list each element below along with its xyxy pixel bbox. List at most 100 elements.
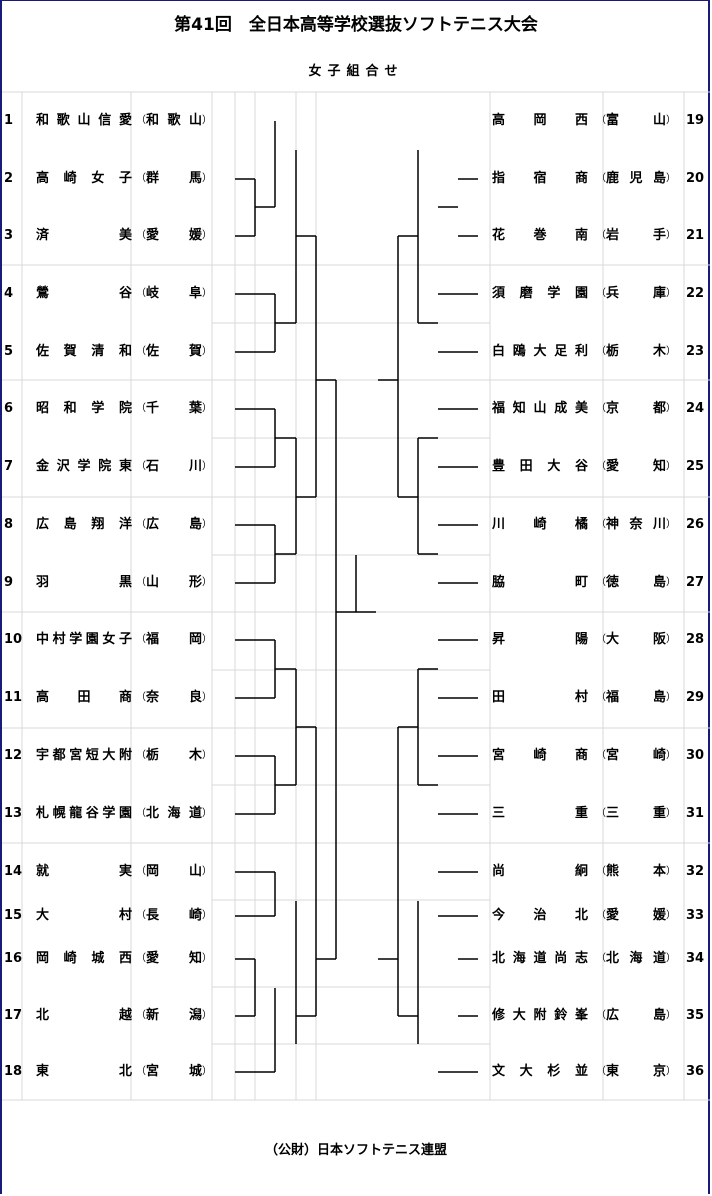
close-paren: ） xyxy=(666,750,676,761)
school-name-char: 園 xyxy=(574,286,588,301)
seed-number: 29 xyxy=(686,690,705,705)
school-name-char: 済 xyxy=(36,228,50,243)
school-name-char: 崎 xyxy=(63,171,77,186)
open-paren: （ xyxy=(136,461,146,472)
school-name: 豊田大谷 xyxy=(492,457,588,477)
prefecture-name: 群馬 xyxy=(146,169,202,189)
school-name-char: 北 xyxy=(492,951,506,966)
close-paren: ） xyxy=(666,519,676,530)
prefecture-char: 愛 xyxy=(146,951,160,966)
prefecture-char: 道 xyxy=(188,806,202,821)
school-name-char: 鶯 xyxy=(36,286,50,301)
prefecture-char: 愛 xyxy=(606,908,620,923)
prefecture-char: 島 xyxy=(652,171,666,186)
prefecture: （鹿児島） xyxy=(596,169,676,189)
school-name-char: 山 xyxy=(77,113,91,128)
school-name-char: 学 xyxy=(69,632,83,647)
school-name-char: 田 xyxy=(492,690,506,705)
school-name-char: 広 xyxy=(36,517,50,532)
prefecture-name: 神奈川 xyxy=(606,515,666,535)
school-name: 就実 xyxy=(36,862,132,882)
school-name-char: 東 xyxy=(36,1064,50,1079)
close-paren: ） xyxy=(666,692,676,703)
seed-number: 31 xyxy=(686,806,705,821)
open-paren: （ xyxy=(596,1010,606,1021)
seed-number: 24 xyxy=(686,401,705,416)
prefecture-name: 三重 xyxy=(606,804,666,824)
seed-number: 23 xyxy=(686,344,705,359)
prefecture-char: 本 xyxy=(652,864,666,879)
prefecture-name: 岐阜 xyxy=(146,284,202,304)
prefecture-char: 奈 xyxy=(629,517,643,532)
school-name-char: 山 xyxy=(533,401,547,416)
prefecture: （北海道） xyxy=(136,804,212,824)
prefecture-name: 北海道 xyxy=(606,949,666,969)
school-name-char: 大 xyxy=(512,1008,526,1023)
prefecture-char: 道 xyxy=(652,951,666,966)
seed-number: 14 xyxy=(4,864,23,879)
school-name: 金沢学院東 xyxy=(36,457,132,477)
school-name: 北越 xyxy=(36,1006,132,1026)
prefecture-char: 海 xyxy=(629,951,643,966)
school-name: 高田商 xyxy=(36,688,132,708)
prefecture: （北海道） xyxy=(596,949,676,969)
school-name-char: 福 xyxy=(492,401,506,416)
school-name: 佐賀清和 xyxy=(36,342,132,362)
school-name: 宇都宮短大附 xyxy=(36,746,132,766)
close-paren: ） xyxy=(666,1066,676,1077)
prefecture-char: 兵 xyxy=(606,286,620,301)
open-paren: （ xyxy=(136,346,146,357)
open-paren: （ xyxy=(596,808,606,819)
school-name-char: 院 xyxy=(98,459,112,474)
prefecture-char: 北 xyxy=(146,806,160,821)
open-paren: （ xyxy=(596,692,606,703)
prefecture: （熊本） xyxy=(596,862,676,882)
school-name-char: 花 xyxy=(492,228,506,243)
school-name-char: 大 xyxy=(36,908,50,923)
close-paren: ） xyxy=(202,634,212,645)
footer-organization: （公財）日本ソフトテニス連盟 xyxy=(264,1143,447,1158)
prefecture-char: 城 xyxy=(188,1064,202,1079)
prefecture-char: 島 xyxy=(188,517,202,532)
open-paren: （ xyxy=(136,1066,146,1077)
prefecture-char: 山 xyxy=(188,864,202,879)
seed-number: 21 xyxy=(686,228,705,243)
school-name-char: 女 xyxy=(102,632,116,647)
seed-number: 7 xyxy=(4,459,14,474)
prefecture-char: 千 xyxy=(146,401,160,416)
close-paren: ） xyxy=(666,230,676,241)
school-name-char: 崎 xyxy=(533,748,547,763)
school-name-char: 鈴 xyxy=(554,1008,568,1023)
prefecture: （栃木） xyxy=(596,342,676,362)
school-name-char: 学 xyxy=(91,401,105,416)
school-name-char: 清 xyxy=(91,344,105,359)
school-name-char: 短 xyxy=(85,748,99,763)
seed-number: 4 xyxy=(4,286,14,301)
prefecture-char: 福 xyxy=(146,632,160,647)
school-name-char: 宇 xyxy=(36,748,50,763)
school-name-char: 賀 xyxy=(63,344,77,359)
prefecture-char: 京 xyxy=(606,401,620,416)
seed-number: 12 xyxy=(4,748,23,763)
school-name-char: 文 xyxy=(492,1064,506,1079)
prefecture-char: 三 xyxy=(606,806,620,821)
seed-number: 1 xyxy=(4,113,14,128)
school-name-char: 和 xyxy=(63,401,77,416)
school-name-char: 志 xyxy=(574,951,588,966)
prefecture: （佐賀） xyxy=(136,342,212,362)
school-name-char: 西 xyxy=(574,113,588,128)
school-name-char: 附 xyxy=(118,748,132,763)
prefecture: （岩手） xyxy=(596,226,676,246)
open-paren: （ xyxy=(136,173,146,184)
